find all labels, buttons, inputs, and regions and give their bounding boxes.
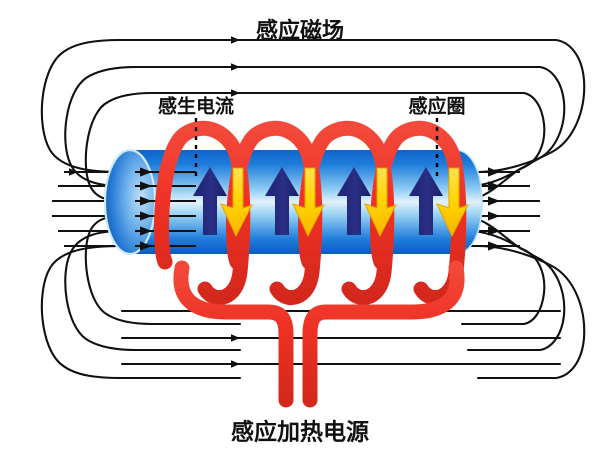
navy-up-arrow [337,167,371,235]
label-induction-coil: 感应圈 [408,95,465,118]
yellow-down-arrow [364,167,398,238]
core-direction-arrows [193,167,443,235]
navy-up-arrow [265,167,299,235]
coil-lead-left [173,260,294,408]
navy-up-arrow [193,167,227,235]
yellow-down-arrow [292,167,326,238]
field-line-bottom-middle [64,229,566,352]
coil-lead-right [302,260,465,408]
label-induced-current: 感生电流 [158,95,234,118]
leader-lines [194,118,439,178]
cylinder-right-edge [454,149,483,255]
current-direction-arrows [220,167,470,238]
yellow-down-arrow [436,167,470,238]
yellow-down-arrow [220,167,254,238]
label-induced-magnetic-field: 感应磁场 [256,18,344,44]
field-line-top-outer [40,36,586,174]
coil-leads [173,260,465,408]
core-flux-arrowheads-overlay [140,167,152,251]
label-induction-heating-power-supply: 感应加热电源 [231,419,369,446]
field-line-top-middle [64,63,566,188]
navy-up-arrow [409,167,443,235]
